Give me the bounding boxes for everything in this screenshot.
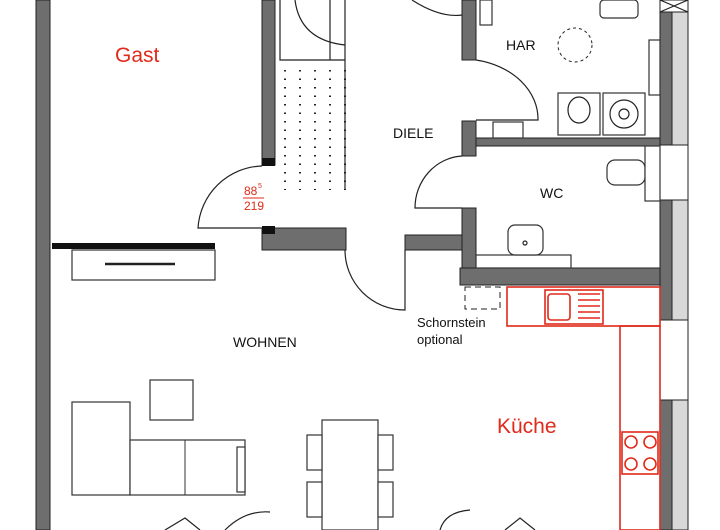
- room-label-wohnen: WOHNEN: [233, 334, 297, 350]
- wc-counter: [475, 254, 572, 269]
- kitchen-counter-side: [619, 325, 661, 530]
- wc-cistern: [644, 145, 661, 202]
- har-south-wall: [475, 137, 661, 147]
- chimney-label-line1: Schornstein: [417, 315, 486, 330]
- har-shelf: [648, 39, 661, 96]
- dining-table: [321, 419, 379, 530]
- shaft-cross-icon: [659, 0, 689, 13]
- kitchen-window: [659, 319, 689, 401]
- wc-west-wall: [461, 207, 477, 269]
- har-cabinet: [479, 0, 493, 26]
- staircase: [279, 0, 346, 190]
- wc-window: [659, 144, 689, 201]
- har-dashed-appliance: [557, 27, 593, 63]
- gast-south-wall: [52, 243, 215, 249]
- sofa: [129, 439, 246, 496]
- east-wall-insulation: [671, 9, 689, 530]
- gast-east-wall: [261, 0, 276, 166]
- east-exterior-wall: [659, 9, 673, 530]
- entry-door-swing: [344, 249, 406, 311]
- wall-end: [262, 158, 275, 166]
- dining-chair: [377, 481, 394, 518]
- washing-machine: [557, 92, 601, 136]
- har-box: [492, 121, 524, 139]
- staircase-dotted: [284, 70, 346, 190]
- har-door-swing: [475, 59, 539, 121]
- wc-south-wall: [459, 267, 661, 286]
- terrace-door-swings: [164, 509, 536, 530]
- dining-chair: [306, 434, 323, 471]
- har-wc-wall: [461, 120, 477, 157]
- dining-chair: [377, 434, 394, 471]
- room-label-diele: DIELE: [393, 125, 433, 141]
- room-label-wc: WC: [540, 185, 563, 201]
- kitchen-sink: [544, 289, 604, 325]
- armchair-stool: [149, 379, 194, 421]
- sofa-arm: [236, 446, 246, 493]
- har-west-wall: [461, 0, 477, 61]
- har-sink: [599, 0, 639, 19]
- door-width-superscript: 5: [258, 183, 262, 190]
- room-label-har: HAR: [506, 37, 536, 53]
- kitchen-counter-top: [506, 286, 661, 327]
- toilet-icon: [606, 159, 646, 186]
- room-label-gast: Gast: [115, 44, 160, 67]
- diele-south-wall: [261, 227, 347, 251]
- wc-washbasin: [507, 224, 544, 256]
- dryer: [602, 92, 646, 136]
- chimney-optional: [464, 286, 501, 310]
- gast-door-swing: [197, 165, 263, 229]
- cooktop: [621, 431, 659, 475]
- west-exterior-wall: [35, 0, 51, 530]
- wall-end: [262, 226, 275, 234]
- chimney-label-line2: optional: [417, 332, 463, 347]
- door-height: 219: [244, 199, 264, 213]
- room-label-kueche: Küche: [497, 415, 557, 438]
- dining-chair: [306, 481, 323, 518]
- entry-wall: [404, 234, 463, 251]
- wc-door-swing: [414, 155, 463, 209]
- sofa-chaise: [71, 401, 131, 496]
- door-width: 88: [244, 184, 258, 198]
- har-top-door-swing: [411, 0, 463, 17]
